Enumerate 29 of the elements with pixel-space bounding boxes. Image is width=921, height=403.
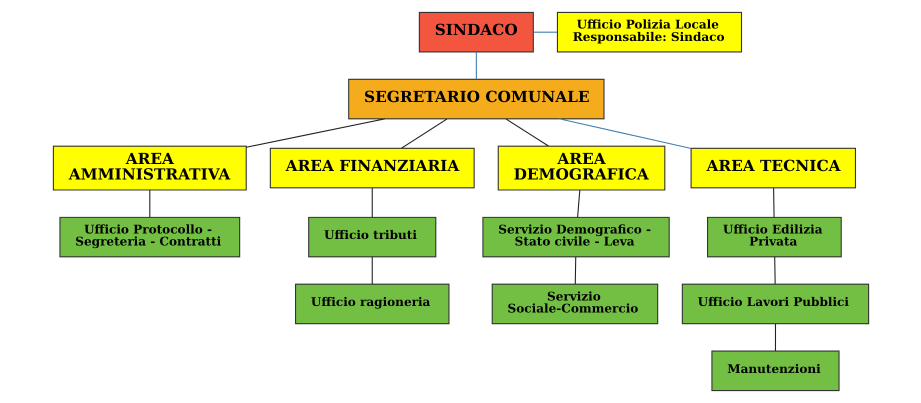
node-box: Servizio Demografico - Stato civile - Leva bbox=[482, 216, 670, 258]
connector bbox=[774, 256, 776, 284]
connector bbox=[558, 118, 690, 149]
node-box: Servizio Sociale-Commercio bbox=[491, 284, 658, 324]
node-box: Ufficio Protocollo - Segreteria - Contratti bbox=[58, 216, 240, 258]
node-box: SEGRETARIO COMUNALE bbox=[348, 78, 604, 120]
node-box: Ufficio Edilizia Privata bbox=[706, 216, 842, 258]
connector bbox=[505, 118, 548, 146]
node-box: Ufficio tributi bbox=[308, 216, 436, 258]
node-box: AREA FINANZIARIA bbox=[269, 148, 474, 188]
connector bbox=[371, 256, 372, 284]
node-box: Ufficio Polizia Locale Responsabile: Sindaco bbox=[556, 12, 742, 52]
node-box: Ufficio Lavori Pubblici bbox=[681, 284, 869, 324]
connector bbox=[532, 32, 557, 33]
connector bbox=[246, 118, 385, 148]
node-box: AREA AMMINISTRATIVA bbox=[52, 146, 246, 191]
node-box: AREA DEMOGRAFICA bbox=[497, 146, 665, 191]
connector bbox=[148, 190, 150, 218]
node-box: Ufficio ragioneria bbox=[294, 284, 449, 324]
connector bbox=[475, 52, 476, 80]
connector bbox=[774, 324, 776, 351]
connector bbox=[772, 188, 774, 218]
connector bbox=[576, 190, 580, 218]
connector bbox=[574, 256, 576, 284]
node-box: AREA TECNICA bbox=[690, 148, 856, 188]
connector bbox=[400, 118, 447, 149]
node-box: Manutenzioni bbox=[710, 350, 840, 392]
connector bbox=[371, 188, 372, 218]
node-box: SINDACO bbox=[418, 12, 534, 52]
